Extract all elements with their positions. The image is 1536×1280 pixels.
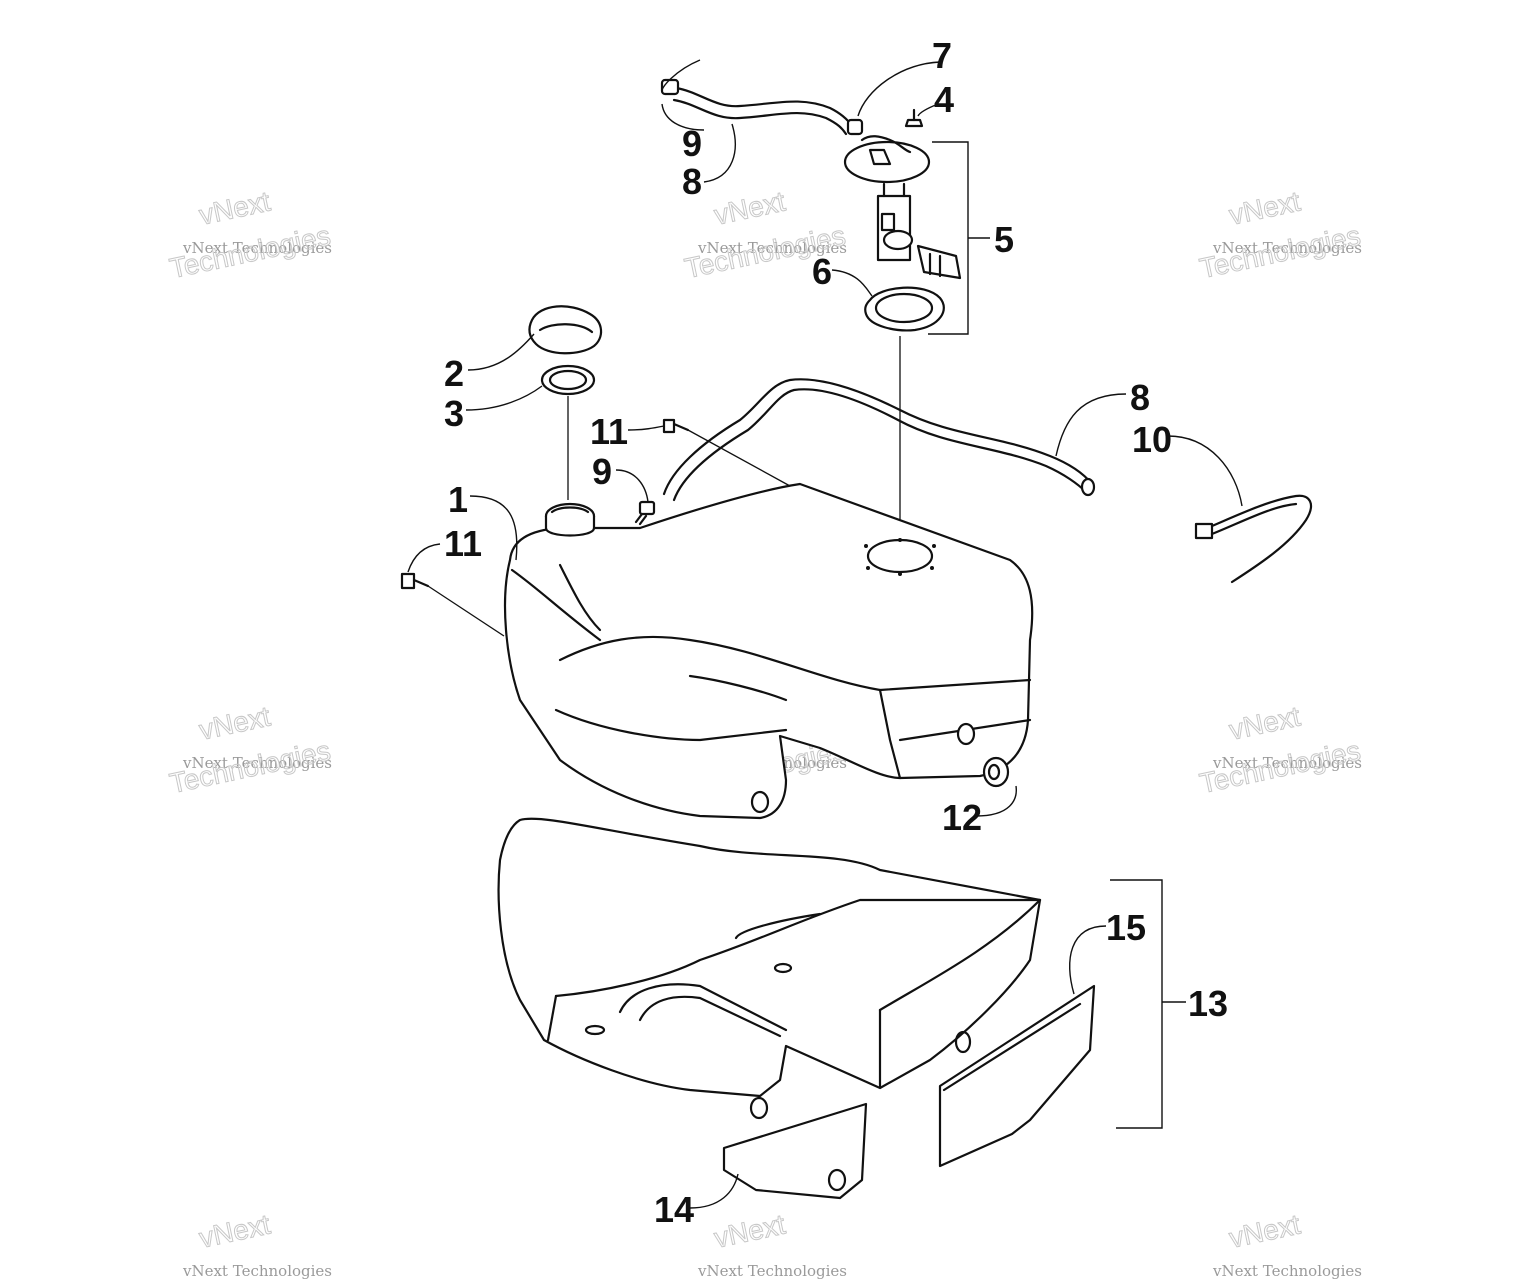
callout-15: 15 (1106, 907, 1146, 948)
watermark-text: vNext Technologies (182, 1262, 332, 1280)
side-guard-left (722, 1102, 868, 1200)
callout-4: 4 (934, 79, 954, 120)
watermark-vnext: vNext (1226, 186, 1303, 231)
callout-12: 12 (942, 797, 982, 838)
callout-11-upper: 11 (590, 411, 628, 452)
side-guard-right (938, 984, 1096, 1168)
fuel-hose-upper (660, 78, 864, 136)
screw-11-upper (662, 418, 791, 487)
callout-10: 10 (1132, 419, 1172, 460)
watermark-vnext: vNext (1226, 701, 1303, 746)
screw-11-lower (400, 572, 505, 637)
callout-1: 1 (448, 479, 468, 520)
callout-7: 7 (932, 35, 952, 76)
pump-gasket (864, 286, 945, 332)
callout-11-lower: 11 (444, 523, 482, 564)
filler-cap (528, 305, 603, 355)
hose-clamp-upper-right (846, 118, 864, 136)
watermark-text: vNext Technologies (697, 239, 847, 257)
watermark-text: vNext Technologies (182, 239, 332, 257)
callout-9-upper: 9 (682, 123, 702, 164)
callout-8-middle: 8 (1130, 377, 1150, 418)
grommet (982, 756, 1010, 788)
watermark: vNext vNext Technologies (182, 1208, 332, 1280)
watermark-text: vNext Technologies (182, 754, 332, 772)
callout-9-tank: 9 (592, 451, 612, 492)
watermark-vnext: vNext (196, 186, 273, 231)
watermark-vnext: vNext (711, 1209, 788, 1254)
callout-6: 6 (812, 251, 832, 292)
watermark-vnext: vNext (196, 1209, 273, 1254)
watermark-technologies: Technologies (1197, 220, 1363, 284)
watermark-text: vNext Technologies (697, 1262, 847, 1280)
watermark-technologies: Technologies (167, 735, 333, 799)
callout-13: 13 (1188, 983, 1228, 1024)
screw-4 (904, 108, 924, 128)
filler-cap-gasket (540, 364, 596, 396)
watermark: vNext vNext Technologies Technologies (166, 700, 333, 800)
watermark: vNext vNext Technologies (1212, 1208, 1362, 1280)
callout-labels: 7 4 9 8 5 6 2 3 8 11 10 9 1 11 12 15 13 … (444, 35, 1228, 1230)
callout-5: 5 (994, 219, 1014, 260)
watermark-vnext: vNext (1226, 1209, 1303, 1254)
watermark: vNext vNext Technologies Technologies (1196, 185, 1363, 285)
watermark-technologies: Technologies (167, 220, 333, 284)
watermark-text: vNext Technologies (1212, 754, 1362, 772)
skid-plate (497, 817, 1042, 1120)
watermark-vnext: vNext (196, 701, 273, 746)
callout-2: 2 (444, 353, 464, 394)
callout-8-upper: 8 (682, 161, 702, 202)
watermark: vNext vNext Technologies (697, 1208, 847, 1280)
hose-clamp-tank (638, 500, 656, 516)
leader-lines (407, 59, 1243, 1209)
fuel-tank (503, 482, 1034, 820)
callout-14: 14 (654, 1189, 694, 1230)
fuel-sensor (1194, 494, 1313, 584)
watermark: vNext vNext Technologies Technologies (1196, 700, 1363, 800)
watermark: vNext vNext Technologies Technologies (166, 185, 333, 285)
hose-clamp-upper-left (660, 78, 680, 96)
watermark-vnext: vNext (711, 186, 788, 231)
bracket-13 (1110, 879, 1163, 1129)
callout-3: 3 (444, 393, 464, 434)
watermark-text: vNext Technologies (1212, 239, 1362, 257)
watermark-text: vNext Technologies (1212, 1262, 1362, 1280)
watermark-technologies: Technologies (1197, 735, 1363, 799)
fuel-pump-assembly (843, 135, 962, 280)
vent-hose (662, 378, 1096, 502)
